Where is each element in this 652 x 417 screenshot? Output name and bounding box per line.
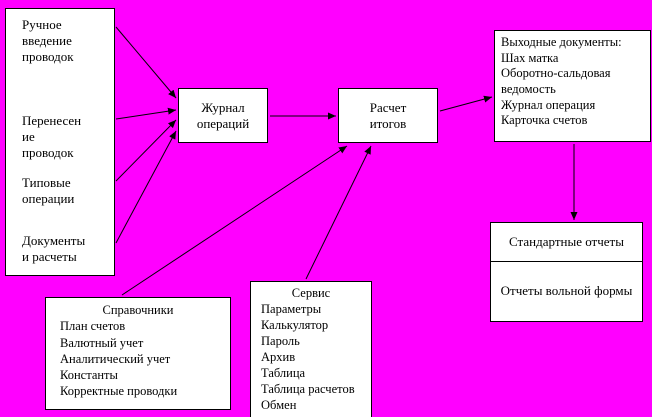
reference-item-correct-postings: Корректные проводки — [60, 384, 178, 399]
service-item-archive: Архив — [261, 350, 296, 364]
service-box: Сервис Параметры Калькулятор Пароль Архи… — [250, 281, 372, 417]
journal-label: Журнал операций — [196, 99, 250, 131]
reference-item-currency-accounting: Валютный учет — [60, 335, 144, 350]
arrow-totals-to-output — [439, 95, 493, 112]
service-item-parameters: Параметры — [261, 302, 322, 316]
arrow-manual-to-journal — [115, 26, 177, 99]
source-item-transfer: Перенесен ие проводок — [22, 113, 82, 160]
service-title: Сервис — [291, 286, 331, 300]
output-item-shakhmatka: Шах матка — [501, 50, 559, 65]
reference-item-chart-of-accounts: План счетов — [60, 319, 126, 334]
arrow-documents-to-journal — [115, 130, 177, 244]
service-item-calculation-table: Таблица расчетов — [261, 382, 355, 396]
service-item-password: Пароль — [261, 334, 300, 348]
output-item-operations-journal: Журнал операция — [501, 97, 596, 112]
totals-label: Расчет итогов — [369, 99, 407, 131]
references-title: Справочники — [102, 303, 174, 317]
output-documents-title: Выходные документы: — [501, 35, 622, 49]
service-item-calculator: Калькулятор — [261, 318, 329, 332]
reference-item-analytical-accounting: Аналитический учет — [60, 351, 171, 366]
references-box: Справочники План счетов Валютный учет Ан… — [45, 297, 231, 410]
service-item-table: Таблица — [261, 366, 306, 380]
output-documents-box: Выходные документы: Шах матка Оборотно-с… — [494, 30, 651, 142]
output-item-balance-sheet: Оборотно-сальдовая ведомость — [501, 66, 611, 96]
reference-item-constants: Константы — [60, 368, 118, 382]
source-item-manual-entry: Ручное введение проводок — [22, 17, 74, 64]
arrow-typical-to-journal — [115, 119, 177, 182]
arrow-service-to-totals — [305, 145, 372, 280]
free-form-reports-box: Отчеты вольной формы — [490, 262, 643, 322]
source-item-documents: Документы и расчеты — [22, 233, 86, 264]
journal-box: Журнал операций — [178, 88, 268, 143]
sources-box: Ручное введение проводок Перенесен ие пр… — [5, 8, 115, 276]
service-item-exchange: Обмен — [261, 398, 297, 412]
totals-box: Расчет итогов — [338, 88, 438, 143]
arrow-references-to-totals — [121, 145, 348, 296]
output-item-account-card: Карточка счетов — [501, 113, 588, 128]
standard-reports-box: Стандартные отчеты — [490, 222, 643, 262]
arrow-transfer-to-journal — [115, 107, 177, 120]
reports-stack: Стандартные отчеты Отчеты вольной формы — [490, 222, 643, 322]
source-item-typical-operations: Типовые операции — [22, 175, 75, 206]
